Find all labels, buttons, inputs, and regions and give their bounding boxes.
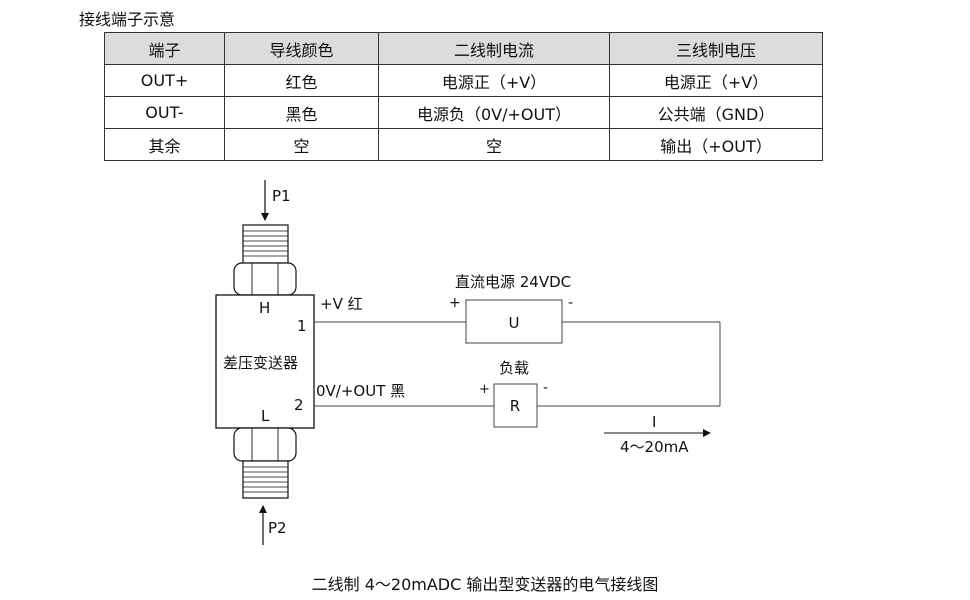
wire-1-label: +V 红 [320,295,363,313]
power-supply-label: 直流电源 24VDC [455,273,571,291]
supply-plus-sign: + [449,295,461,311]
table-cell: 输出（+OUT） [609,128,823,161]
table-cell: 公共端（GND） [609,96,823,129]
top-fitting [233,224,297,296]
table-cell: 黑色 [224,96,379,129]
p1-label: P1 [272,187,291,205]
port-h-label: H [259,299,270,317]
bottom-fitting [233,427,297,499]
table-cell: OUT+ [104,64,225,97]
header-wire-color: 导线颜色 [224,32,379,65]
table-row: 其余 空 空 输出（+OUT） [104,128,823,161]
wiring-table: 端子 导线颜色 二线制电流 三线制电压 OUT+ 红色 电源正（+V） 电源正（… [104,32,823,161]
load-plus-sign: + [479,382,490,397]
transmitter-label: 差压变送器 [223,354,298,372]
table-cell: 其余 [104,128,225,161]
header-two-wire-current: 二线制电流 [378,32,610,65]
port-l-label: L [261,407,270,425]
power-supply-box [465,299,563,344]
current-range-label: 4～20mA [620,438,689,456]
table-header-row: 端子 导线颜色 二线制电流 三线制电压 [104,32,823,65]
current-label: I [652,413,656,431]
terminal-2-label: 2 [294,396,304,414]
circuit-wires [314,321,721,407]
table-cell: 空 [378,128,610,161]
table-cell: 红色 [224,64,379,97]
p2-label: P2 [268,519,287,537]
table-cell: 电源正（+V） [609,64,823,97]
header-three-wire-voltage: 三线制电压 [609,32,823,65]
load-minus-sign: - [543,380,548,396]
load-resistor-box [493,383,538,428]
diagram-caption: 二线制 4～20mADC 输出型变送器的电气接线图 [311,575,659,594]
wire-2-label: 0V/+OUT 黑 [316,382,405,400]
terminal-1-label: 1 [297,317,307,335]
table-cell: 空 [224,128,379,161]
power-supply-u: U [509,314,520,332]
section-title: 接线端子示意 [79,10,176,29]
load-r: R [510,397,520,415]
transmitter-body [215,294,315,429]
supply-minus-sign: - [568,295,573,311]
table-cell: OUT- [104,96,225,129]
load-label: 负载 [499,359,529,377]
